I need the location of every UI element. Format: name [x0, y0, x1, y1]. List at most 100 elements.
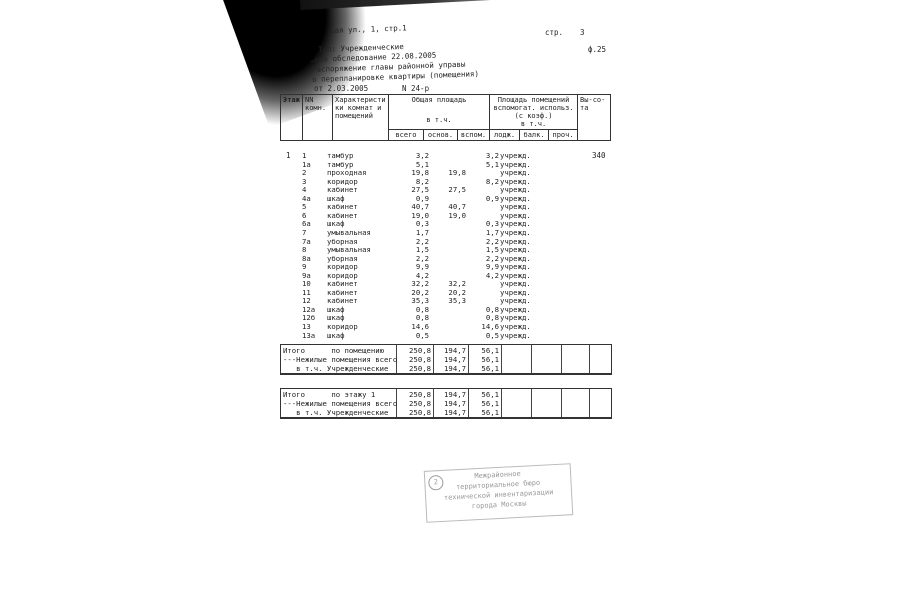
cell-name: кабинет — [327, 287, 358, 297]
cell-no: 1а — [302, 159, 311, 169]
cell-use: учрежд. — [500, 202, 531, 212]
cell-aux: 0,9 — [485, 193, 499, 203]
cell-main: 40,7 — [448, 202, 466, 212]
column-divider — [561, 345, 562, 373]
cell-no: 2 — [302, 168, 307, 178]
column-divider — [433, 345, 434, 373]
column-divider — [589, 345, 590, 373]
summary-label: в т.ч. Учрежденческие — [283, 408, 389, 417]
summary-label: Итого по этажу 1 — [283, 390, 376, 399]
cell-aux: 2,2 — [485, 236, 499, 246]
cell-no: 12а — [302, 304, 316, 314]
cell-total: 3,2 — [415, 151, 429, 160]
summary-aux: 56,1 — [481, 346, 499, 355]
summary-label: Итого по помещению — [283, 346, 385, 355]
cell-aux: 8,2 — [485, 176, 499, 186]
table-header: Этаж NN комн. Характеристики комнат и по… — [280, 94, 612, 141]
col-total-area: Общая площадь в т.ч. — [387, 94, 491, 130]
cell-use: учрежд. — [500, 219, 531, 229]
summary-label: ---Нежилые помещения всего — [283, 399, 398, 408]
cell-no: 13а — [302, 330, 316, 340]
cell-use: учрежд. — [500, 151, 531, 160]
column-divider — [561, 389, 562, 417]
cell-name: коридор — [327, 322, 358, 331]
cell-use: учрежд. — [500, 253, 531, 263]
cell-main: 19,0 — [448, 210, 466, 220]
form-number: ф.25 — [588, 45, 607, 54]
cell-total: 1,5 — [415, 245, 429, 255]
page-label: стр. — [545, 28, 564, 37]
column-divider — [501, 345, 502, 373]
address-line: …ая ул., 1, стр.1 — [329, 23, 407, 35]
summary-total: 250,8 — [409, 346, 431, 355]
cell-aux: 2,2 — [485, 253, 499, 263]
cell-name: коридор — [327, 270, 358, 280]
cell-main: 19,8 — [448, 168, 466, 178]
cell-use: учрежд. — [500, 185, 531, 195]
summary-total: 250,8 — [409, 390, 431, 399]
summary-main: 194,7 — [444, 408, 466, 417]
cell-name: шкаф — [327, 304, 345, 314]
cell-aux: 9,9 — [485, 262, 499, 272]
col-aux: вспом. — [456, 129, 491, 141]
col-aux-area: Площадь помещений вспомогат. использ. (с… — [489, 94, 579, 130]
summary-label: ---Нежилые помещения всего — [283, 355, 398, 364]
floor-number: 1 — [286, 151, 291, 160]
aux-area-label: Площадь помещений вспомогат. использ. (с… — [493, 96, 574, 120]
cell-aux: 0,3 — [485, 219, 499, 229]
total-area-label: Общая площадь — [411, 96, 467, 104]
cell-name: тамбур — [327, 159, 354, 169]
cell-main: 20,2 — [448, 287, 466, 297]
cell-name: проходная — [327, 168, 367, 178]
cell-name: кабинет — [327, 279, 358, 289]
cell-no: 9а — [302, 270, 311, 280]
cell-main: 32,2 — [448, 279, 466, 289]
summary-aux: 56,1 — [481, 408, 499, 417]
cell-use: учрежд. — [500, 159, 531, 169]
cell-no: 7а — [302, 236, 311, 246]
cell-name: кабинет — [327, 296, 358, 306]
cell-total: 0,5 — [415, 330, 429, 340]
summary-aux: 56,1 — [481, 399, 499, 408]
cell-total: 9,9 — [415, 262, 429, 272]
cell-no: 12б — [302, 313, 316, 323]
cell-no: 5 — [302, 202, 307, 212]
cell-use: учрежд. — [500, 193, 531, 203]
summary-aux: 56,1 — [481, 355, 499, 364]
cell-name: умывальная — [327, 245, 371, 255]
cell-use: учрежд. — [500, 168, 531, 178]
cell-main: 35,3 — [448, 296, 466, 306]
cell-no: 7 — [302, 227, 307, 237]
cell-total: 0,9 — [415, 193, 429, 203]
cell-aux: 0,8 — [485, 304, 499, 314]
cell-total: 35,3 — [411, 296, 429, 306]
cell-aux: 0,8 — [485, 313, 499, 323]
height-value: 340 — [592, 151, 606, 160]
cell-use: учрежд. — [500, 304, 531, 314]
cell-total: 20,2 — [411, 287, 429, 297]
cell-total: 14,6 — [411, 322, 429, 331]
cell-use: учрежд. — [500, 322, 531, 331]
order-date: от 2.03.2005 — [314, 84, 369, 93]
cell-name: шкаф — [327, 193, 345, 203]
cell-total: 2,2 — [415, 236, 429, 246]
